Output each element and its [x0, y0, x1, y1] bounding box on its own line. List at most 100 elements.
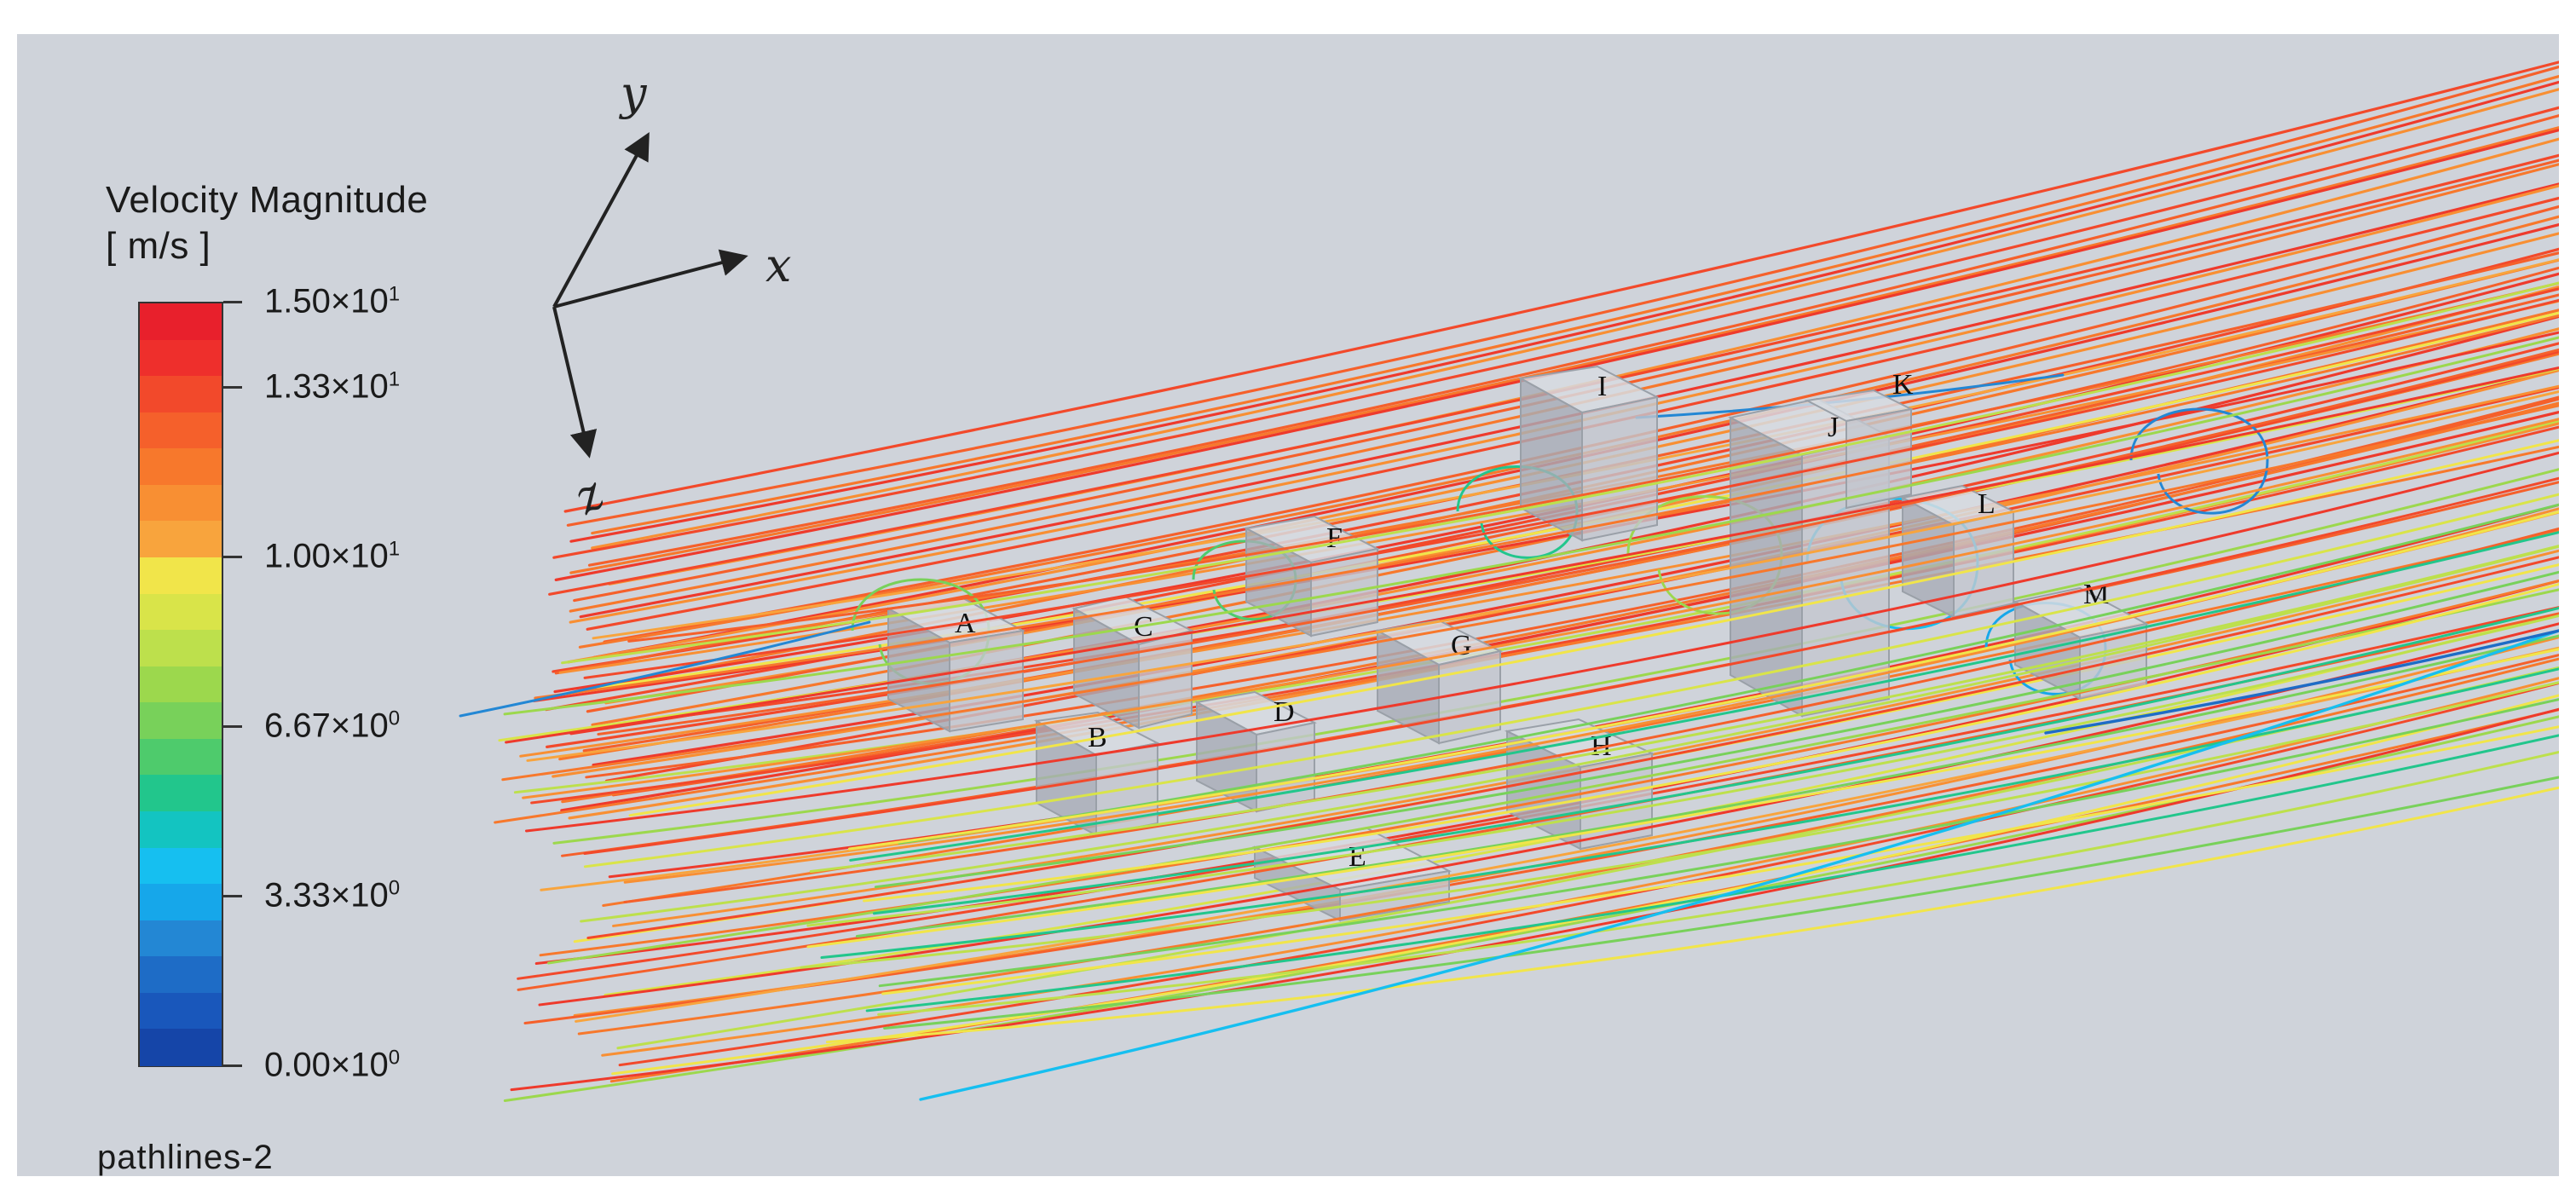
pathline [583, 298, 2559, 679]
tick-mantissa: 1.00 [264, 537, 331, 575]
legend-tick-mark [223, 1064, 242, 1067]
building-L: L [1900, 484, 2016, 619]
pathline [849, 531, 2559, 862]
x-axis-label: x [765, 239, 791, 292]
pathline [569, 80, 2559, 543]
pathline [547, 588, 2559, 965]
tick-mantissa: 3.33 [264, 876, 331, 914]
building-label: K [1892, 369, 1914, 401]
color-band [140, 956, 222, 994]
pathline [534, 314, 2559, 700]
pathline [561, 281, 2559, 665]
z-axis-label: z [564, 466, 613, 526]
pathline [539, 580, 2559, 957]
color-band [140, 557, 222, 595]
color-band [140, 775, 222, 812]
building-label: L [1978, 488, 1996, 520]
axis-triad: y x z [552, 68, 791, 526]
legend-tick-mark [223, 724, 242, 728]
pathline [522, 418, 2559, 799]
legend-tick-label: 1.00×101 [264, 536, 401, 575]
pathline [623, 527, 2559, 903]
pathline [505, 366, 2559, 744]
legend-tick-label: 1.33×101 [264, 367, 401, 406]
pathline [883, 776, 2559, 1030]
flow-field: A B C D [459, 61, 2559, 1102]
pathline [560, 410, 2559, 812]
color-band [140, 920, 222, 958]
tick-exponent: 0 [388, 706, 401, 730]
pathline [855, 634, 2559, 938]
z-axis-arrow [552, 306, 598, 459]
pathline [898, 503, 2559, 845]
pathline [552, 468, 2559, 845]
color-band [140, 811, 222, 849]
color-band [140, 702, 222, 740]
color-band [140, 738, 222, 776]
x-axis-arrow [553, 249, 748, 309]
legend-tick-label: 6.67×100 [264, 706, 401, 745]
figure-frame: A B C D [17, 34, 2559, 1176]
pathline [825, 786, 2559, 1044]
pathline [566, 65, 2559, 527]
tick-exponent: 0 [388, 1046, 401, 1070]
pathline [597, 348, 2559, 736]
velocity-legend: Velocity Magnitude [ m/s ] 1.50×101 1.33×… [85, 153, 528, 1176]
color-band [140, 630, 222, 667]
pathline [881, 725, 2559, 995]
pathline [533, 331, 2559, 702]
legend-tick-label: 0.00×100 [264, 1046, 401, 1084]
pathline [872, 606, 2559, 915]
pathline [583, 476, 2559, 856]
pathline [806, 614, 2559, 927]
legend-units: [ m/s ] [106, 225, 211, 267]
building-label: G [1451, 630, 1472, 661]
building-label: J [1828, 412, 1839, 443]
pathline [583, 493, 2559, 868]
pathline [618, 681, 2559, 1067]
pathline [800, 681, 2559, 969]
pathline [552, 106, 2559, 559]
pathline [604, 386, 2559, 782]
pathline [592, 368, 2559, 767]
pathline [569, 126, 2559, 574]
pathline [863, 582, 2559, 903]
pathline [563, 61, 2559, 513]
color-band [140, 448, 222, 486]
plot-name: pathlines-2 [97, 1139, 274, 1176]
tick-exponent: 1 [388, 282, 401, 306]
pathline [591, 74, 2559, 535]
tick-mantissa: 1.50 [264, 282, 331, 320]
pathline [878, 698, 2559, 988]
legend-tick-label: 3.33×100 [264, 876, 401, 914]
pathline [874, 570, 2559, 889]
pathlines-front [459, 266, 2559, 1101]
legend-tick-mark [223, 385, 242, 389]
pathline [591, 88, 2559, 550]
color-band [140, 484, 222, 522]
pathline [877, 750, 2559, 1016]
color-band [140, 1029, 222, 1066]
legend-title: Velocity Magnitude [106, 179, 429, 221]
color-band [140, 376, 222, 413]
tick-mantissa: 6.67 [264, 707, 331, 745]
color-band [140, 884, 222, 921]
pathline [919, 629, 2559, 1101]
pathline [546, 342, 2559, 748]
pathline [519, 384, 2559, 758]
pathline [627, 266, 2559, 643]
pathline [513, 419, 2559, 794]
color-band [140, 992, 222, 1030]
pathline [587, 114, 2559, 567]
legend-tick-mark [223, 301, 242, 303]
pathline [2044, 629, 2559, 735]
color-band [140, 847, 222, 886]
pathline [628, 439, 2559, 817]
legend-tick-label: 1.50×101 [264, 282, 401, 320]
color-band [140, 303, 222, 341]
y-axis-label: y [619, 68, 648, 120]
recirculation-pathline [2129, 407, 2269, 515]
pathline [820, 667, 2559, 960]
tick-mantissa: 1.33 [264, 367, 331, 406]
color-bar [138, 302, 223, 1067]
